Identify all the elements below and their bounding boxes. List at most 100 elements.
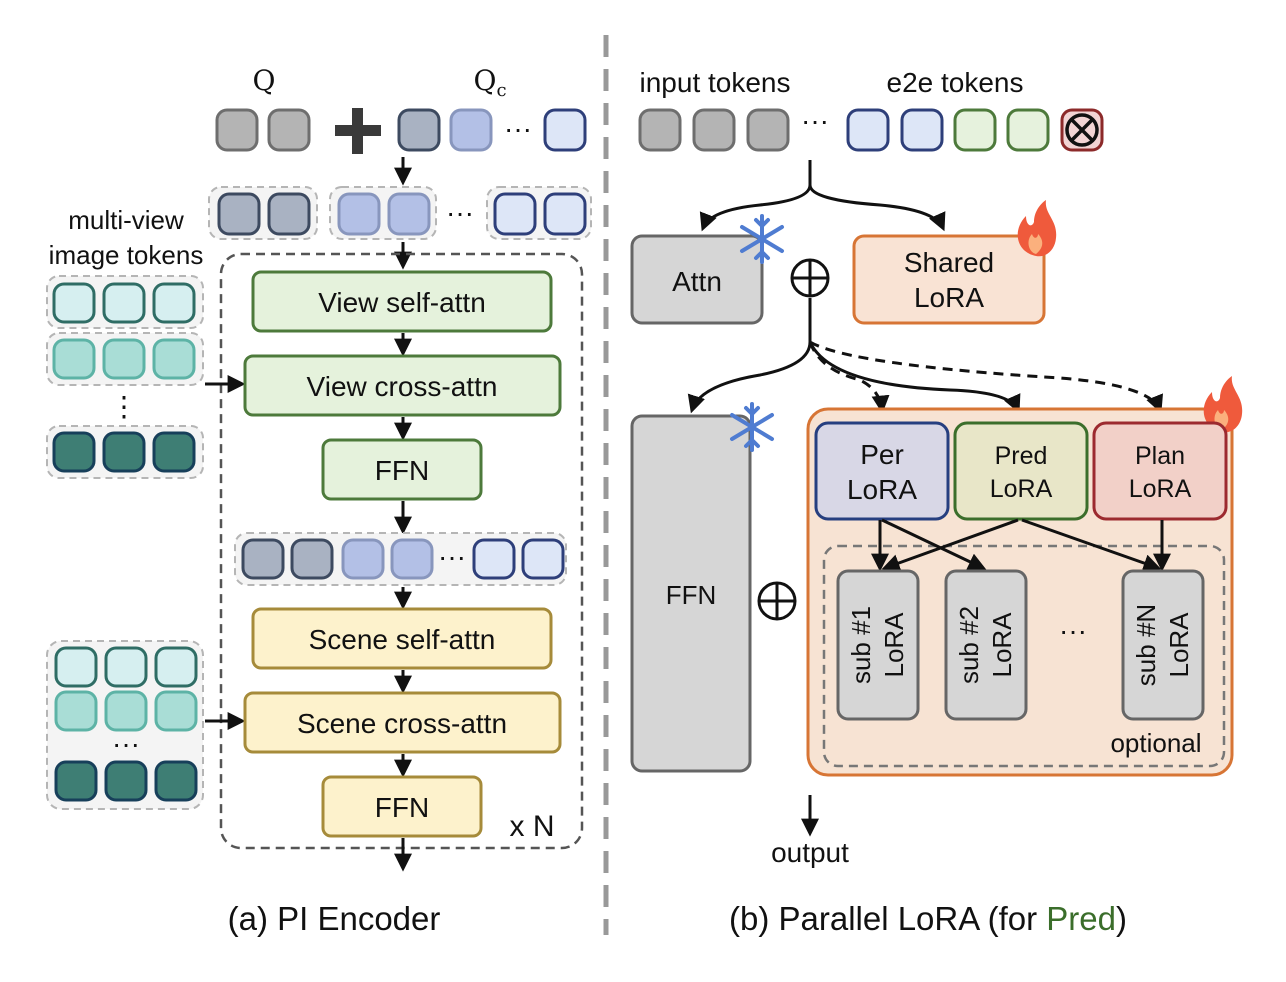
multiview-label: multi-view <box>68 205 184 235</box>
image-token <box>102 431 146 473</box>
panel-a-caption: (a) PI Encoder <box>228 900 441 937</box>
input-token <box>638 108 682 152</box>
ffn-label: FFN <box>375 455 429 486</box>
plan-lora-block <box>1092 421 1228 521</box>
fire-icon <box>1017 200 1057 257</box>
token <box>390 538 434 580</box>
per-lora-label: LoRA <box>847 474 917 505</box>
ffn-label: FFN <box>666 580 717 610</box>
add-icon <box>790 258 830 298</box>
left-panel: Q Qc ··· ··· multi-view image tokens <box>46 64 592 937</box>
input-tokens-label: input tokens <box>640 67 791 98</box>
flow-arrow <box>687 341 812 414</box>
image-token <box>154 690 198 732</box>
sub-lora-2-label: LoRA <box>987 612 1017 678</box>
sub-lora-1 <box>836 569 920 721</box>
flow-arrow <box>808 184 946 232</box>
plus-icon <box>335 108 381 154</box>
image-token <box>104 760 148 802</box>
image-token <box>52 431 96 473</box>
token-ellipsis: ··· <box>504 113 532 144</box>
shared-lora-block <box>852 234 1046 325</box>
token <box>241 538 285 580</box>
e2e-token <box>900 108 944 152</box>
scene-self-attn-label: Scene self-attn <box>309 624 496 655</box>
qc-token <box>543 108 587 152</box>
scene-self-attn-block <box>251 607 553 670</box>
token <box>493 192 537 236</box>
image-token <box>102 338 146 380</box>
per-lora-label: Per <box>860 439 904 470</box>
multiview-token-stack: ··· <box>46 640 204 810</box>
plan-lora-label: LoRA <box>1129 475 1192 503</box>
image-token <box>152 282 196 324</box>
add-icon <box>757 581 797 621</box>
q-token <box>267 108 311 152</box>
image-token <box>104 646 148 688</box>
view-cross-attn-label: View cross-attn <box>307 371 498 402</box>
shared-lora-label: LoRA <box>914 282 984 313</box>
token <box>472 538 516 580</box>
image-token <box>154 646 198 688</box>
per-lora-block <box>814 421 950 521</box>
sub-lora-n <box>1121 569 1205 721</box>
qc-token <box>449 108 493 152</box>
token <box>337 192 381 236</box>
token <box>387 192 431 236</box>
view-self-attn-block <box>251 270 553 333</box>
image-token <box>152 431 196 473</box>
image-token <box>52 282 96 324</box>
attn-label: Attn <box>672 266 722 297</box>
sub-lora-1-label: LoRA <box>879 612 909 678</box>
view-self-attn-label: View self-attn <box>318 287 486 318</box>
image-token <box>152 338 196 380</box>
masked-token-icon <box>1060 108 1104 152</box>
token <box>521 538 565 580</box>
e2e-token <box>953 108 997 152</box>
e2e-tokens-label: e2e tokens <box>887 67 1024 98</box>
token <box>543 192 587 236</box>
qc-label: Qc <box>473 64 506 101</box>
panel-b-caption: (b) Parallel LoRA (for Pred) <box>729 900 1127 937</box>
token <box>267 192 311 236</box>
flow-arrow <box>881 518 987 570</box>
token-ellipsis: ··· <box>446 197 474 228</box>
token <box>217 192 261 236</box>
image-token <box>154 760 198 802</box>
flow-arrow <box>699 160 812 232</box>
snowflake-icon <box>740 214 784 264</box>
token <box>341 538 385 580</box>
vertical-ellipsis: ⋮ <box>110 391 138 422</box>
ffn-label: FFN <box>375 792 429 823</box>
ffn-block-2 <box>321 775 483 838</box>
image-token <box>104 690 148 732</box>
repeat-label: x N <box>510 810 555 843</box>
e2e-token <box>846 108 890 152</box>
sub-lora-n-label: LoRA <box>1164 612 1194 678</box>
pred-lora-label: LoRA <box>990 475 1053 503</box>
token-ellipsis: ··· <box>801 105 829 136</box>
sub-lora-2-label: sub #2 <box>954 606 984 684</box>
view-cross-attn-block <box>243 354 562 417</box>
sub-lora-1-label: sub #1 <box>846 606 876 684</box>
multiview-token-stack: ⋮ <box>46 275 204 479</box>
image-token <box>54 760 98 802</box>
image-token <box>52 338 96 380</box>
flow-arrow <box>808 341 1021 414</box>
token-ellipsis: ··· <box>438 541 466 572</box>
scene-cross-attn-label: Scene cross-attn <box>297 708 507 739</box>
flow-arrow <box>881 518 1019 572</box>
ffn-block-1 <box>321 438 483 501</box>
flow-arrow <box>1021 518 1162 572</box>
sub-lora-ellipsis: ··· <box>1059 615 1087 646</box>
attn-block <box>630 234 764 325</box>
dashed-flow-arrow <box>809 340 1163 414</box>
plan-lora-label: Plan <box>1135 442 1185 470</box>
multiview-label: image tokens <box>49 240 204 270</box>
q-label: Q <box>253 64 276 97</box>
optional-label: optional <box>1110 728 1201 758</box>
sub-lora-n-label: sub #N <box>1131 604 1161 686</box>
output-label: output <box>771 837 849 868</box>
input-token <box>692 108 736 152</box>
